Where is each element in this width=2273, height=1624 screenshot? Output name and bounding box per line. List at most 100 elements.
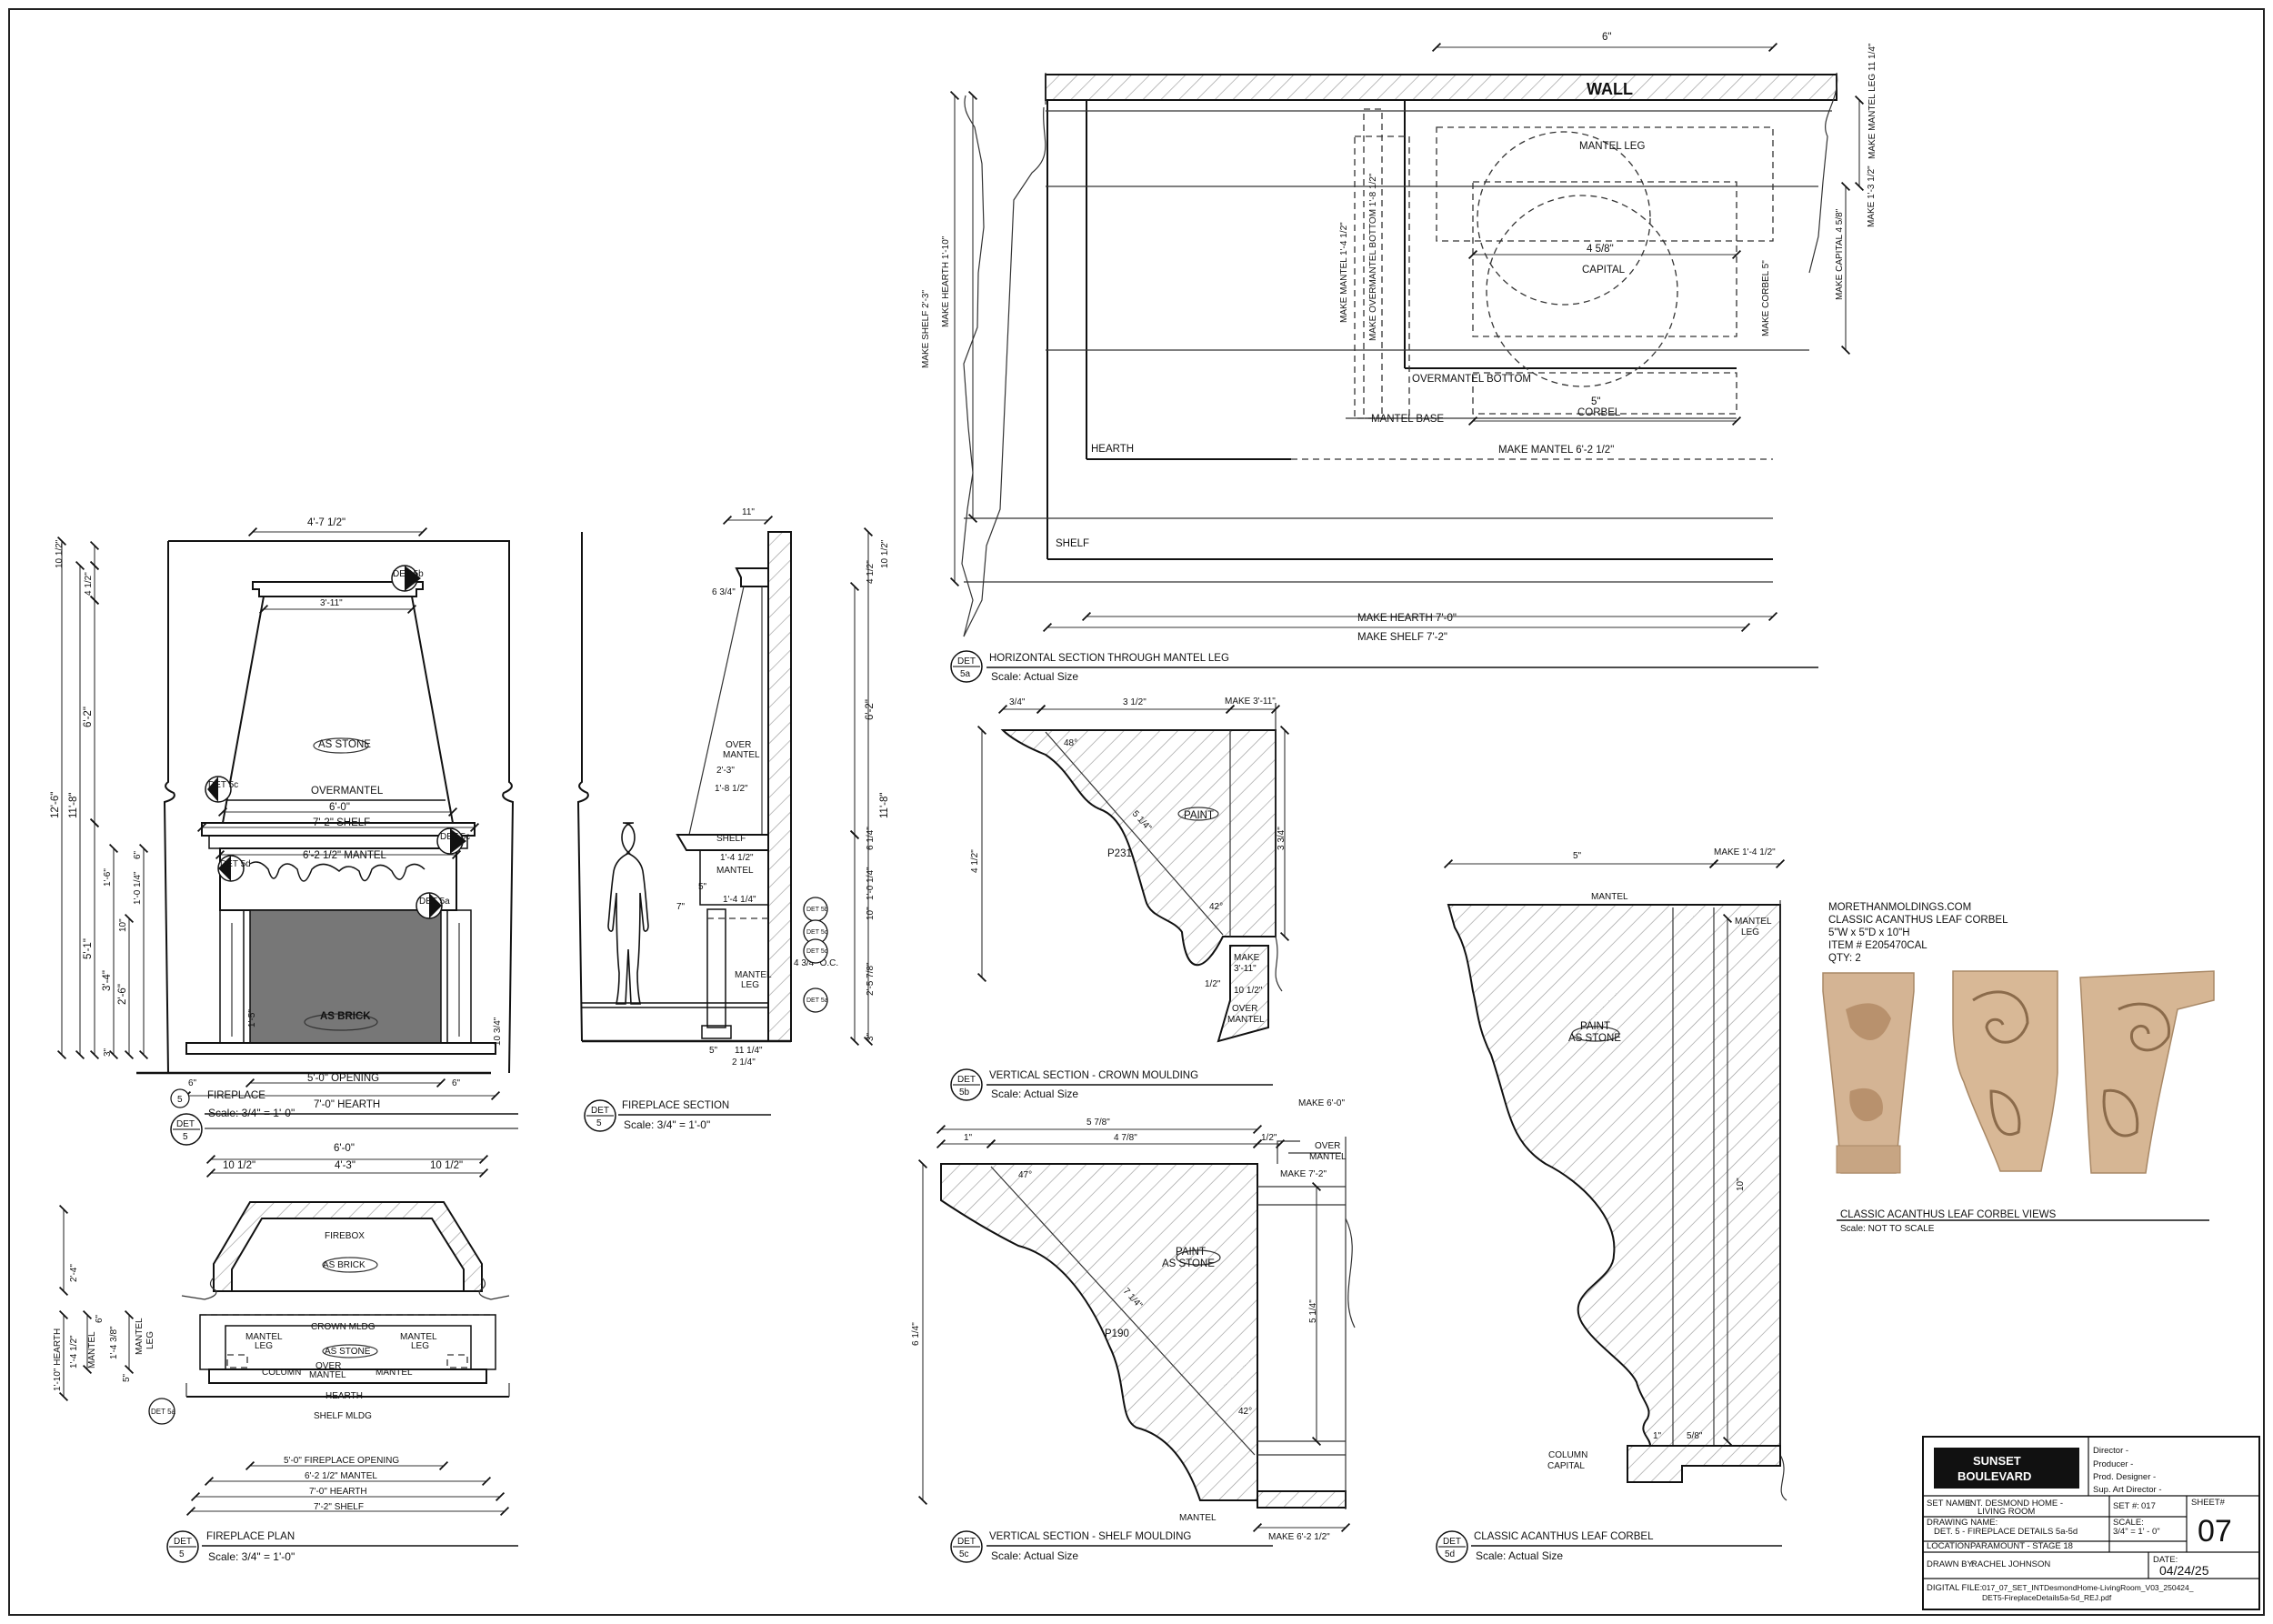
plan-label-hearth: HEARTH xyxy=(325,1391,363,1401)
elev-tag-5a[interactable]: DET 5a xyxy=(419,897,450,907)
det5b-a42: 42° xyxy=(1209,902,1223,912)
elev-tag-5c-a[interactable]: DET 5c xyxy=(208,780,238,790)
det5b-h: 4 1/2" xyxy=(970,849,980,873)
sec-rdim-10: 10 1/2" xyxy=(880,539,890,568)
title-block: SUNSET BOULEVARD Director - Producer - P… xyxy=(1922,1436,2260,1610)
tb-drawn-by: RACHEL JOHNSON xyxy=(1971,1559,2050,1569)
det5c-d4: 1/2" xyxy=(1261,1133,1277,1143)
tb-scale-label: SCALE: xyxy=(2113,1518,2144,1528)
det5a-label-mantel-leg: MANTEL LEG xyxy=(1579,141,1645,152)
det5d-label: DET 5d CLASSIC ACANTHUS LEAF CORBEL Scal… xyxy=(1436,1530,1782,1563)
tb-location-label: LOCATION: xyxy=(1927,1541,1973,1551)
elev-dim-h-total: 12'-6" xyxy=(50,792,61,818)
tb-role-sup-art: Sup. Art Director - xyxy=(2093,1485,2162,1495)
det5d-h: 10" xyxy=(1736,1178,1746,1191)
det5c-tag-num: 5c xyxy=(959,1549,969,1559)
det5d-drawing: 5" MAKE 1'-4 1/2" MANTEL MANTEL LEG PAIN… xyxy=(1443,847,1787,1501)
elev-tag-5d[interactable]: DET 5d xyxy=(220,859,251,869)
sec-label-mantel-leg-1: MANTEL xyxy=(735,970,772,980)
tb-digital-file-1: 017_07_SET_INTDesmondHome-LivingRoom_V03… xyxy=(1982,1583,2194,1592)
elev-dim-h-6: 6" xyxy=(133,850,143,859)
elev-det-tags: DET 5b DET 5c DET 5c DET 5d DET 5a xyxy=(205,565,470,919)
plan-dim-h-2-4: 2'-4" xyxy=(69,1264,79,1282)
plan-label-over-2: MANTEL xyxy=(309,1370,346,1380)
det5a-title: HORIZONTAL SECTION THROUGH MANTEL LEG xyxy=(989,653,1229,664)
det5a-v-make-mantel: MAKE MANTEL 1'-4 1/2" xyxy=(1339,222,1349,323)
det5d-paint-2: AS STONE xyxy=(1568,1033,1621,1044)
det5c-label: DET 5c VERTICAL SECTION - SHELF MOULDING… xyxy=(950,1530,1273,1563)
det5-sec-title: FIREPLACE SECTION xyxy=(622,1100,729,1111)
plan-label-mleg-r1: MANTEL xyxy=(400,1332,437,1342)
corbel-ref-line-1: MORETHANMOLDINGS.COM xyxy=(1828,902,1971,913)
sec-tag-5a[interactable]: DET 5a xyxy=(806,997,828,1004)
elev-dim-h-3-4: 3'-4" xyxy=(102,970,113,991)
plan-label-over-1: OVER xyxy=(315,1361,341,1371)
tb-sheet-label: SHEET# xyxy=(2191,1498,2226,1508)
det5c-make6: MAKE 6'-0" xyxy=(1298,1098,1345,1108)
plan-label-mleg-l2: LEG xyxy=(255,1341,273,1351)
det5-elev-ref: 5 xyxy=(177,1095,183,1105)
fireplace-plan: 6'-0" 10 1/2" 4'-3" 10 1/2" FIREBOX AS B… xyxy=(53,1143,510,1517)
sec-dim-2-1q: 2 1/4" xyxy=(732,1058,756,1068)
tb-role-producer: Producer - xyxy=(2093,1459,2133,1469)
det5-plan-scale: Scale: 3/4" = 1'-0" xyxy=(208,1550,295,1563)
det5a-v-make-hearth: MAKE HEARTH 1'-10" xyxy=(941,236,951,327)
det5a-scale: Scale: Actual Size xyxy=(991,670,1078,683)
det5c-title: VERTICAL SECTION - SHELF MOULDING xyxy=(989,1531,1191,1542)
plan-tag-5a[interactable]: DET 5a xyxy=(151,1408,176,1416)
det5a-v-make-shelf: MAKE SHELF 2'-3" xyxy=(921,290,931,368)
det5a-v-make-mantel-leg: MAKE MANTEL LEG 11 1/4" xyxy=(1867,43,1877,159)
det5d-d1: 1" xyxy=(1653,1431,1662,1441)
corbel-ref-line-5: QTY: 2 xyxy=(1828,953,1861,964)
sec-tag-5d[interactable]: DET 5d xyxy=(806,948,828,955)
plan-label-column: COLUMN xyxy=(262,1368,301,1378)
det5c-over-1: OVER xyxy=(1315,1141,1340,1151)
elev-tag-5c-b[interactable]: DET 5c xyxy=(440,832,470,842)
elev-tag-5b[interactable]: DET 5b xyxy=(393,569,424,579)
det5a-v-make-overmantel: MAKE OVERMANTEL BOTTOM 1'-8 1/2" xyxy=(1368,173,1378,341)
det5-sec-tag-top: DET xyxy=(591,1106,609,1116)
det5b-over-2: MANTEL xyxy=(1227,1015,1265,1025)
det5-plan-title: FIREPLACE PLAN xyxy=(206,1531,295,1542)
plan-dim-hearth: 7'-0" HEARTH xyxy=(309,1487,367,1497)
sunset-boulevard-logo xyxy=(1934,1448,2079,1489)
corbel-photo-front xyxy=(1822,972,1915,1174)
det5c-scale: Scale: Actual Size xyxy=(991,1549,1078,1562)
sec-rdim-6-1: 6 1/4" xyxy=(866,827,876,850)
det5c-a47: 47° xyxy=(1018,1170,1032,1180)
det5c-drawing: 5 7/8" 1" 4 7/8" 1/2" MAKE 6'-0" OVER MA… xyxy=(911,1098,1356,1542)
plan-dim-h-1-10: 1'-10" HEARTH xyxy=(53,1328,63,1391)
tb-digital-file-label: DIGITAL FILE: xyxy=(1927,1583,1982,1593)
det5d-mleg-2: LEG xyxy=(1741,927,1759,937)
det5b-over-1: OVER xyxy=(1232,1004,1257,1014)
sec-tag-5b[interactable]: DET 5b xyxy=(806,907,828,913)
sec-tag-5c[interactable]: DET 5c xyxy=(806,929,828,936)
elev-dim-top: 4'-7 1/2" xyxy=(307,517,345,528)
logo-line-2: BOULEVARD xyxy=(1958,1469,2031,1483)
det5b-label: DET 5b VERTICAL SECTION - CROWN MOULDING… xyxy=(950,1068,1273,1101)
det5d-w: 5" xyxy=(1573,851,1582,861)
corbel-ref-line-4: ITEM # E205470CAL xyxy=(1828,940,1928,951)
sec-rdim-3: 3" xyxy=(866,1032,876,1041)
elev-dim-h-4-half: 4 1/2" xyxy=(84,572,94,596)
det5a-label-make-mantel: MAKE MANTEL 6'-2 1/2" xyxy=(1498,445,1614,456)
det5a-v-make-corbel: MAKE CORBEL 5" xyxy=(1761,260,1771,336)
tb-set-name-1: INT. DESMOND HOME - xyxy=(1968,1499,2063,1509)
sec-dim-1-4: 1'-4 1/2" xyxy=(720,853,754,863)
det5-elevation-label: 5 DET 5 FIREPLACE Scale: 3/4" = 1'-0" xyxy=(170,1088,518,1146)
sec-dim-5b: 5" xyxy=(709,1046,718,1056)
det5c-a42: 42° xyxy=(1238,1407,1252,1417)
corbel-ref-line-3: 5"W x 5"D x 10"H xyxy=(1828,927,1910,938)
tb-date: 04/24/25 xyxy=(2159,1563,2209,1578)
elev-dim-hearth: 7'-0" HEARTH xyxy=(314,1099,380,1110)
det5a-label-capital: CAPITAL xyxy=(1582,265,1626,276)
sec-det-tags: DET 5b DET 5c DET 5d DET 5a xyxy=(803,897,828,1013)
corbel-reference: MORETHANMOLDINGS.COM CLASSIC ACANTHUS LE… xyxy=(1822,902,2215,1234)
det5a-label-make-hearth: MAKE HEARTH 7'-0" xyxy=(1357,613,1457,624)
sec-rdim-4: 4 1/2" xyxy=(866,560,876,584)
sec-dim-5: 5" xyxy=(698,882,707,892)
det5-elev-tag-num: 5 xyxy=(183,1132,188,1142)
sec-label-mantel: MANTEL xyxy=(716,866,754,876)
det5b-b1: 1/2" xyxy=(1205,979,1221,989)
sec-rdim-10b: 10" xyxy=(866,907,876,920)
